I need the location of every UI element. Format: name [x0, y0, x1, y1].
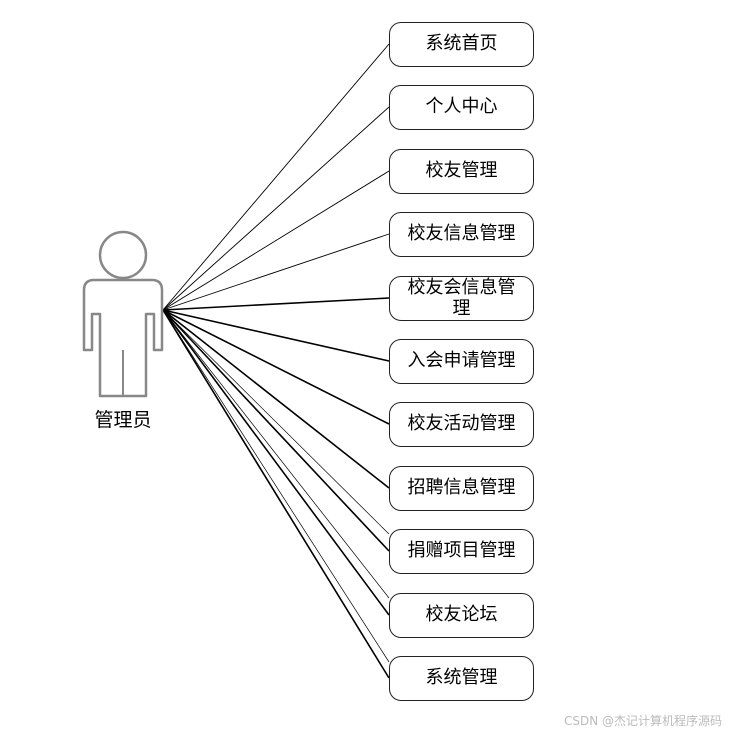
use-case-label: 校友论坛 [425, 604, 498, 626]
use-case-label: 校友会信息管理 [407, 276, 516, 319]
use-case-5[interactable]: 校友会信息管理 [389, 276, 534, 321]
use-case-3[interactable]: 校友管理 [389, 149, 534, 194]
association-line-extra-3 [162, 309, 390, 663]
use-case-9[interactable]: 捐赠项目管理 [389, 529, 534, 574]
association-line-9 [162, 309, 390, 552]
actor-person-icon [78, 228, 168, 398]
use-case-10[interactable]: 校友论坛 [389, 593, 534, 638]
actor-label: 管理员 [94, 409, 152, 431]
use-case-label: 校友信息管理 [407, 223, 516, 245]
watermark: CSDN @杰记计算机程序源码 [563, 714, 722, 728]
use-case-6[interactable]: 入会申请管理 [389, 339, 534, 384]
association-line-2 [162, 106, 390, 311]
use-case-label: 校友活动管理 [407, 413, 516, 435]
association-line-4 [162, 233, 390, 311]
association-line-3 [162, 170, 390, 311]
association-line-8 [162, 309, 390, 489]
use-case-11[interactable]: 系统管理 [389, 656, 534, 701]
association-line-extra-1 [162, 309, 390, 535]
use-case-7[interactable]: 校友活动管理 [389, 402, 534, 447]
association-line-6 [162, 309, 390, 362]
use-case-label: 招聘信息管理 [407, 477, 516, 499]
use-case-2[interactable]: 个人中心 [389, 85, 534, 130]
use-case-1[interactable]: 系统首页 [389, 22, 534, 67]
association-line-5 [162, 297, 390, 311]
use-case-label: 入会申请管理 [407, 350, 516, 372]
association-line-10 [162, 309, 390, 616]
use-case-8[interactable]: 招聘信息管理 [389, 466, 534, 511]
use-case-label: 系统管理 [425, 667, 498, 689]
association-line-11 [162, 309, 390, 679]
use-case-label: 个人中心 [425, 96, 498, 118]
use-case-label: 捐赠项目管理 [407, 540, 516, 562]
association-line-extra-2 [162, 309, 390, 599]
association-line-7 [162, 309, 390, 425]
use-case-4[interactable]: 校友信息管理 [389, 212, 534, 257]
association-line-1 [162, 43, 390, 311]
use-case-label: 系统首页 [425, 33, 498, 55]
use-case-label: 校友管理 [425, 160, 498, 182]
